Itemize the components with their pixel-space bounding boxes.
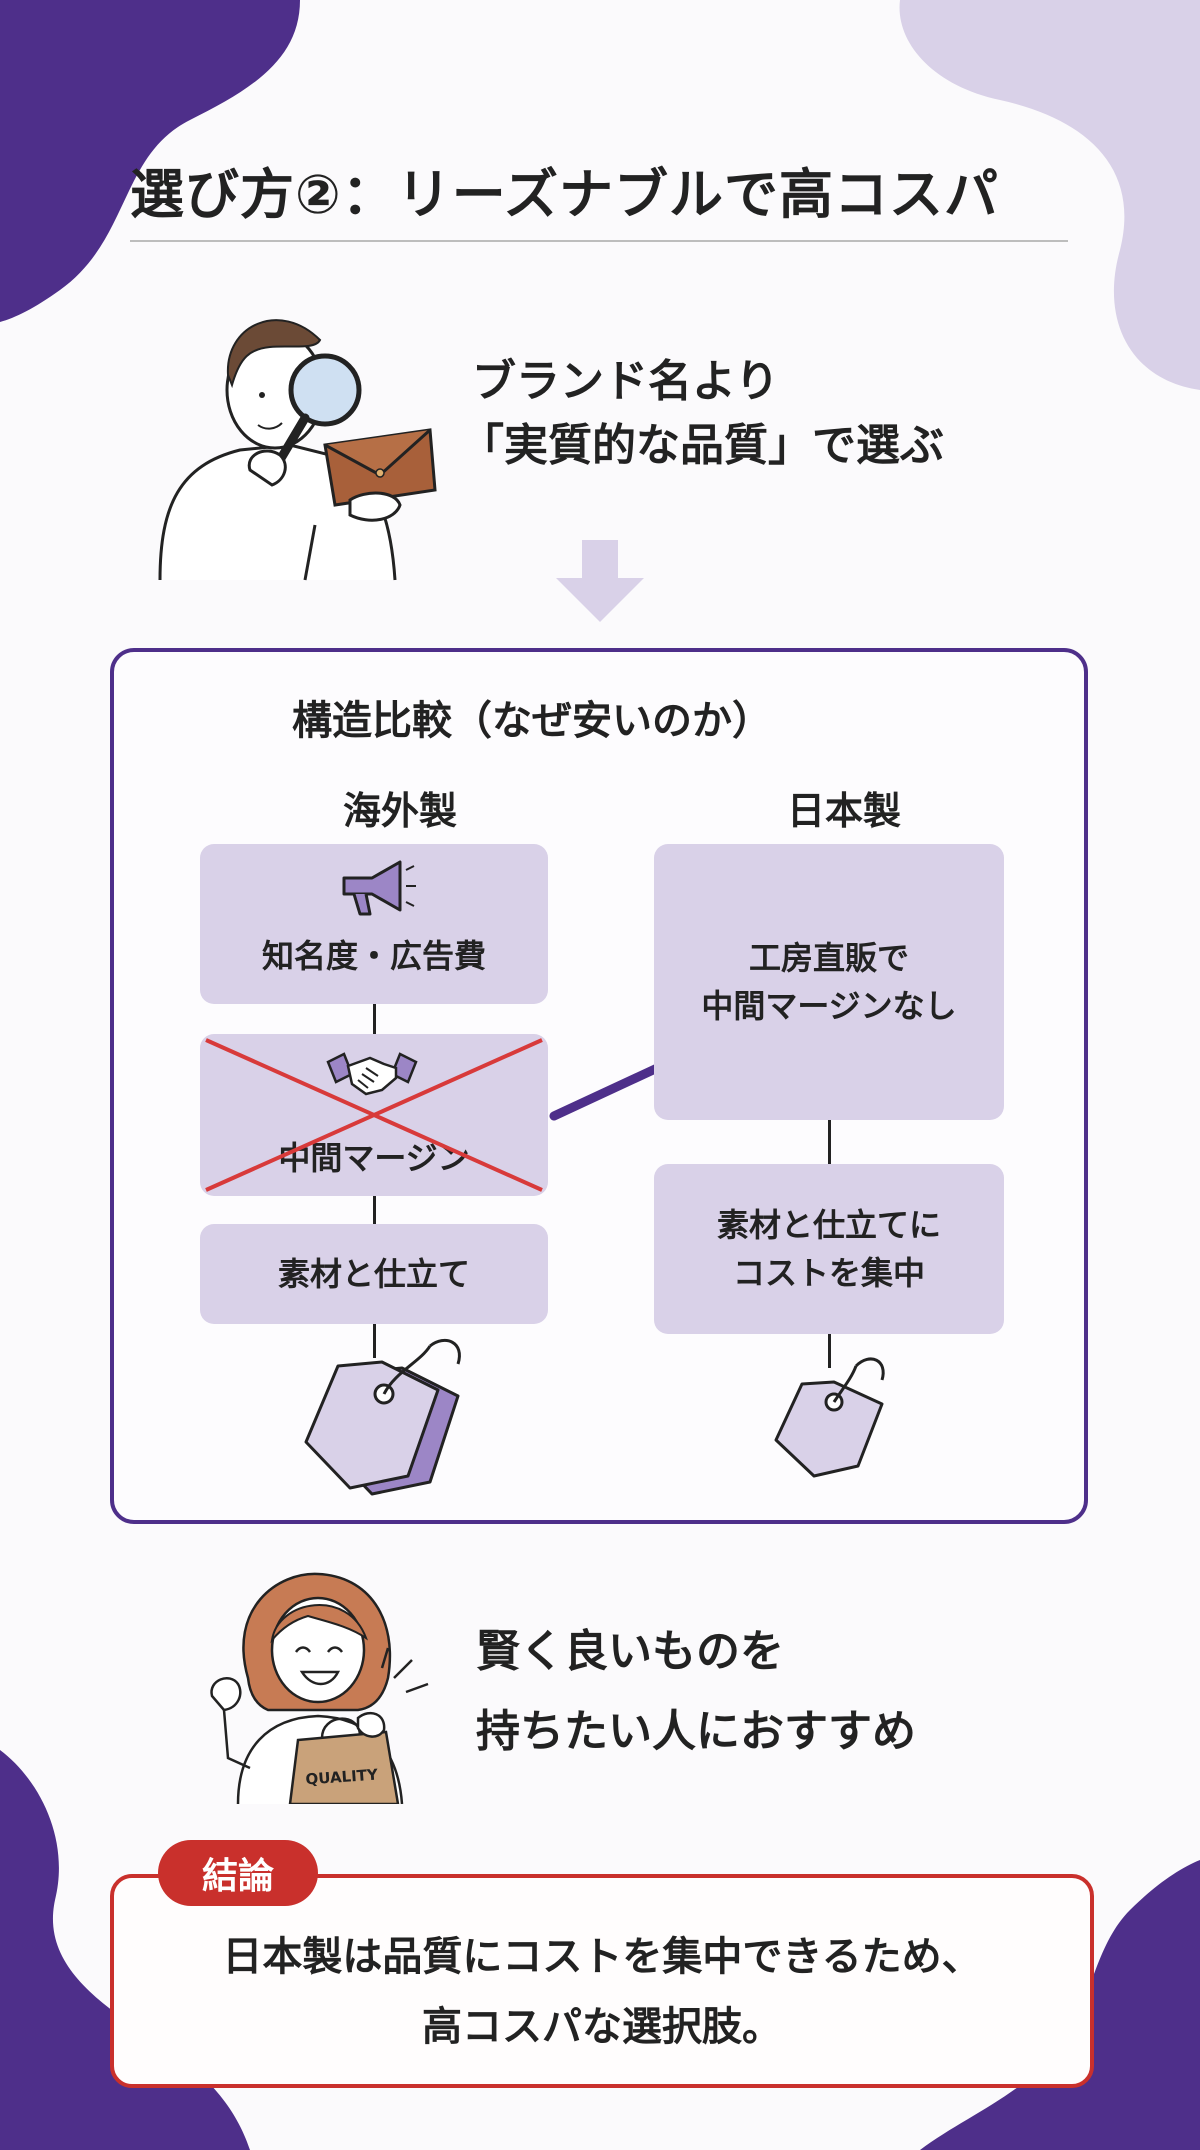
price-tag-icon xyxy=(304,1339,461,1496)
japan-card-direct-sales-line-2: 中間マージンなし xyxy=(701,987,957,1025)
conclusion-text: 日本製は品質にコストを集中できるため、 高コスパな選択肢。 xyxy=(110,1922,1094,2062)
handshake-icon xyxy=(326,1052,418,1096)
corner-blob-bottom-left xyxy=(0,1750,250,2150)
overseas-card-advertising: 知名度・広告費 xyxy=(200,844,548,1004)
comparison-title: 構造比較（なぜ安いのか） xyxy=(292,698,772,744)
down-arrow-icon xyxy=(556,540,644,622)
japan-card-direct-sales: 工房直販で 中間マージンなし xyxy=(654,844,1004,1120)
megaphone-icon xyxy=(342,860,416,916)
japan-connector-2 xyxy=(828,1334,831,1368)
overseas-connector-3 xyxy=(373,1324,376,1358)
japan-card-direct-sales-line-1: 工房直販で xyxy=(748,939,909,977)
title-divider xyxy=(130,240,1068,242)
overseas-card-material: 素材と仕立て xyxy=(200,1224,548,1324)
recommendation-line-2: 持ちたい人におすすめ xyxy=(476,1706,916,1757)
overseas-card-material-label: 素材と仕立て xyxy=(277,1255,470,1293)
overseas-connector-1 xyxy=(373,1004,376,1034)
overseas-card-advertising-label: 知名度・広告費 xyxy=(261,937,486,975)
intro-text: ブランド名より 「実質的な品質」で選ぶ xyxy=(460,350,944,478)
conclusion-badge: 結論 xyxy=(158,1840,318,1906)
conclusion-box xyxy=(110,1874,1094,2088)
japan-connector-1 xyxy=(828,1120,831,1164)
japan-card-material-line-1: 素材と仕立てに xyxy=(716,1206,941,1244)
conclusion-line-2: 高コスパな選択肢。 xyxy=(422,2004,782,2050)
overseas-label: 海外製 xyxy=(342,789,457,833)
intro-line-2: 「実質的な品質」で選ぶ xyxy=(460,420,944,471)
intro-line-1: ブランド名より xyxy=(472,356,780,407)
corner-blob-bottom-right xyxy=(920,1860,1200,2150)
corner-blob-top-right xyxy=(899,0,1200,390)
page-title: 選び方②：リーズナブルで高コスパ xyxy=(130,163,1000,226)
recommendation-line-1: 賢く良いものを xyxy=(476,1626,784,1677)
structure-comparison-panel: 構造比較（なぜ安いのか） 海外製 日本製 知名度・広告費 中間マージン xyxy=(110,648,1088,1524)
recommendation-text: 賢く良いものを 持ちたい人におすすめ xyxy=(476,1612,916,1772)
overseas-connector-2 xyxy=(373,1196,376,1224)
japan-card-material: 素材と仕立てに コストを集中 xyxy=(654,1164,1004,1334)
inspecting-wallet-illustration xyxy=(158,319,437,581)
japan-label: 日本製 xyxy=(786,789,901,833)
corner-blob-top-left xyxy=(0,0,300,322)
cross-out-mark xyxy=(205,1038,543,1192)
bag-label: QUALITY xyxy=(305,1765,380,1788)
conclusion-line-1: 日本製は品質にコストを集中できるため、 xyxy=(222,1934,982,1980)
japan-card-material-line-2: コストを集中 xyxy=(732,1254,925,1292)
overseas-card-margin: 中間マージン xyxy=(200,1034,548,1196)
happy-shopper-illustration: QUALITY xyxy=(210,1572,429,1804)
price-tag-icon xyxy=(774,1357,885,1478)
